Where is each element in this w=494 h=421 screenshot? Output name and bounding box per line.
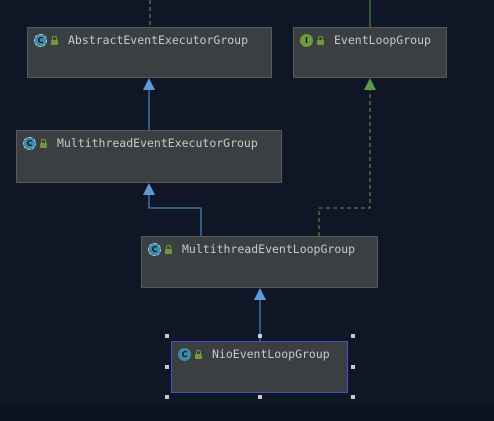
arrowhead-mtelg bbox=[254, 288, 266, 300]
node-label: EventLoopGroup bbox=[334, 33, 431, 47]
lock-icon bbox=[40, 138, 47, 148]
class-icon: C bbox=[178, 347, 191, 361]
resize-handle-sw[interactable] bbox=[165, 395, 169, 399]
node-event-loop-group[interactable]: I EventLoopGroup bbox=[293, 27, 447, 78]
node-label: NioEventLoopGroup bbox=[212, 347, 330, 361]
arrowhead-abstract bbox=[143, 78, 155, 90]
node-multithread-event-loop-group[interactable]: C MultithreadEventLoopGroup bbox=[141, 236, 378, 288]
abstract-class-icon: C bbox=[34, 33, 47, 47]
abstract-class-icon: C bbox=[148, 242, 161, 256]
resize-handle-ne[interactable] bbox=[351, 334, 355, 338]
status-strip bbox=[0, 404, 494, 421]
resize-handle-n[interactable] bbox=[258, 334, 262, 338]
lock-icon bbox=[165, 244, 172, 254]
resize-handle-nw[interactable] bbox=[165, 334, 169, 338]
resize-handle-s[interactable] bbox=[258, 395, 262, 399]
lock-icon bbox=[317, 35, 324, 45]
node-nio-event-loop-group[interactable]: C NioEventLoopGroup bbox=[171, 341, 348, 393]
lock-icon bbox=[51, 35, 58, 45]
interface-icon: I bbox=[300, 33, 313, 47]
arrowhead-eventloop bbox=[364, 78, 376, 90]
arrowhead-mteeg bbox=[143, 183, 155, 195]
node-label: AbstractEventExecutorGroup bbox=[68, 33, 249, 47]
node-label: MultithreadEventLoopGroup bbox=[182, 242, 356, 256]
edge-mtelg-to-eventloop bbox=[318, 90, 371, 236]
node-multithread-event-executor-group[interactable]: C MultithreadEventExecutorGroup bbox=[16, 130, 282, 183]
resize-handle-e[interactable] bbox=[351, 365, 355, 369]
node-label: MultithreadEventExecutorGroup bbox=[57, 136, 258, 150]
edge-mtelg-to-mteeg bbox=[148, 195, 202, 236]
node-abstract-event-executor-group[interactable]: C AbstractEventExecutorGroup bbox=[27, 27, 272, 78]
resize-handle-se[interactable] bbox=[351, 395, 355, 399]
resize-handle-w[interactable] bbox=[165, 365, 169, 369]
abstract-class-icon: C bbox=[23, 136, 36, 150]
lock-icon bbox=[195, 349, 202, 359]
